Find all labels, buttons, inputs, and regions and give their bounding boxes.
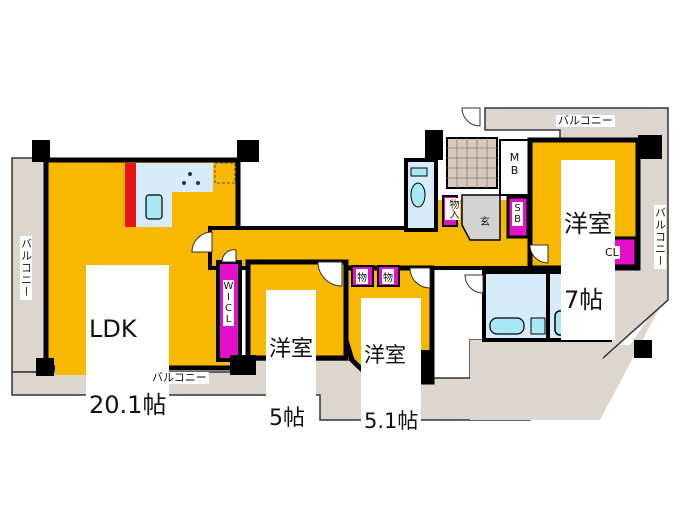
- western-5-1-name: 洋室: [364, 343, 406, 368]
- ldk-size: 20.1帖: [89, 390, 167, 419]
- mb-label: MB: [508, 150, 521, 178]
- balcony-bottom-label: バルコニー: [150, 371, 209, 384]
- cl-label: CL: [604, 246, 620, 259]
- toilet-bowl: [410, 182, 426, 208]
- western-5-1-label: 洋室 5.1帖: [361, 298, 422, 457]
- western-5-size: 5帖: [269, 406, 305, 432]
- entrance-label: 玄: [480, 217, 490, 228]
- balcony-left-label: バルコニー: [19, 236, 33, 300]
- fridge-space: [214, 162, 236, 184]
- sb-label: SB: [512, 202, 523, 226]
- ldk-name: LDK: [89, 315, 137, 344]
- entrance-tile: [446, 137, 498, 189]
- storage-1-label: 物: [356, 269, 368, 284]
- kitchen-red-counter: [125, 163, 136, 227]
- western-7-name: 洋室: [564, 210, 612, 239]
- wicl-label: WICL: [223, 280, 234, 326]
- entrance-genkan: [461, 194, 501, 241]
- balcony-top-right-label: バルコニー: [556, 114, 615, 127]
- balcony-right-lower: [470, 340, 603, 420]
- western-7-size: 7帖: [564, 285, 604, 314]
- western-5-label: 洋室 5帖: [266, 290, 317, 456]
- storage-2-label: 物: [382, 269, 394, 284]
- storage-entry-label: 物入: [445, 198, 460, 220]
- western-5-1-size: 5.1帖: [364, 409, 419, 434]
- ldk-label: LDK 20.1帖: [86, 265, 170, 446]
- kitchen-sink: [145, 194, 163, 220]
- western-5-name: 洋室: [269, 337, 314, 363]
- balcony-right-label: バルコニー: [653, 205, 667, 269]
